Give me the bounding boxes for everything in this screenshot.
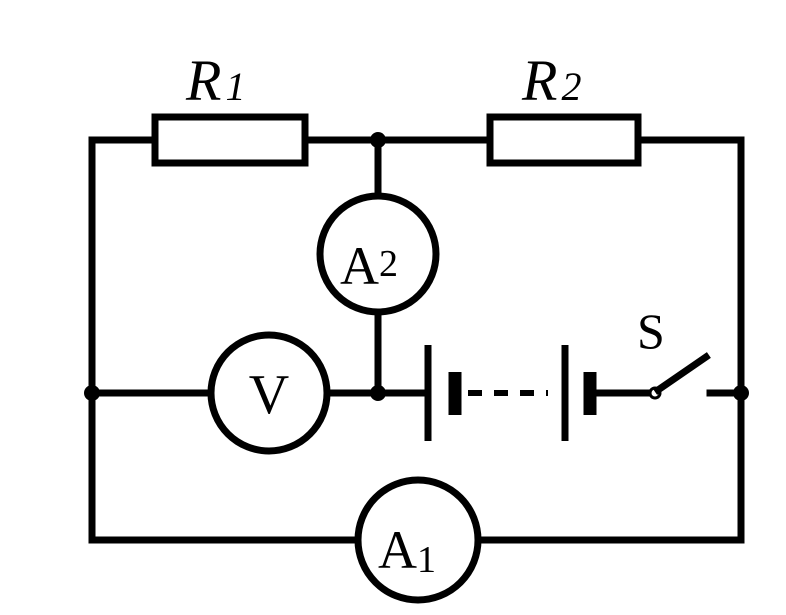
junction-top-middle bbox=[370, 132, 386, 148]
junction-lower-middle bbox=[370, 385, 386, 401]
ammeter-a2 bbox=[316, 192, 440, 316]
voltmeter-v bbox=[207, 331, 331, 455]
resistor-r1 bbox=[151, 113, 309, 167]
ammeter-a1 bbox=[354, 476, 482, 604]
label-v: V bbox=[249, 364, 289, 426]
label-a2: A2 bbox=[340, 236, 398, 296]
label-s: S bbox=[637, 303, 665, 359]
junction-left bbox=[84, 385, 100, 401]
label-a1: A1 bbox=[378, 520, 436, 581]
junction-right bbox=[733, 385, 749, 401]
resistor-r2 bbox=[486, 113, 642, 167]
battery bbox=[424, 345, 597, 441]
switch-s bbox=[648, 352, 711, 400]
switch-blade bbox=[653, 352, 711, 395]
